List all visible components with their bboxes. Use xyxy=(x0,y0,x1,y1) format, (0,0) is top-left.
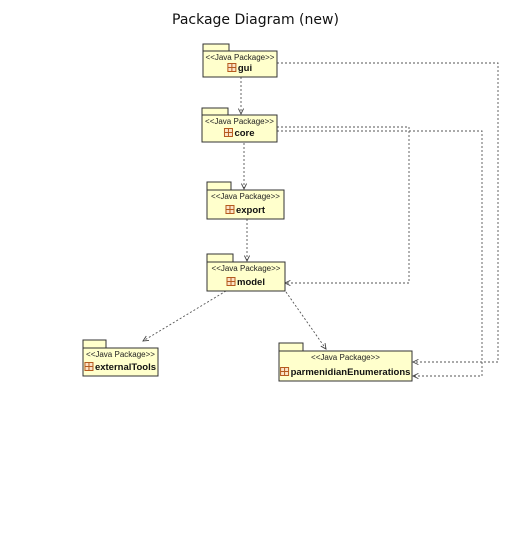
dependency-model-to-parmenidianEnumerations xyxy=(285,291,327,350)
package-tab xyxy=(278,342,304,352)
dependency-line xyxy=(277,126,410,284)
package-body xyxy=(202,50,278,78)
package-stereotype: <<Java Package>> xyxy=(311,353,380,362)
package-externalTools[interactable]: <<Java Package>> externalTools xyxy=(82,339,159,377)
arrowhead xyxy=(411,372,419,380)
package-name: parmenidianEnumerations xyxy=(291,367,411,378)
package-model[interactable]: <<Java Package>> model xyxy=(206,253,286,292)
package-icon xyxy=(223,128,233,137)
package-name: core xyxy=(234,128,254,139)
package-name: externalTools xyxy=(95,362,156,373)
package-body xyxy=(278,350,413,382)
package-stereotype: <<Java Package>> xyxy=(211,192,280,201)
dependency-core-to-model xyxy=(277,126,410,287)
package-name: gui xyxy=(238,63,252,74)
package-parmenidianEnumerations[interactable]: <<Java Package>> parmenidianEnumerations xyxy=(278,342,413,382)
package-stereotype: <<Java Package>> xyxy=(206,53,275,62)
package-icon xyxy=(226,277,236,286)
arrowhead xyxy=(237,108,245,116)
arrowhead xyxy=(142,335,150,342)
package-tab xyxy=(202,43,230,52)
dependency-core-to-export xyxy=(240,143,248,191)
arrowhead xyxy=(240,183,248,191)
package-icon xyxy=(225,205,235,214)
package-name: export xyxy=(236,205,266,216)
package-tab xyxy=(82,339,107,349)
package-icon xyxy=(84,362,94,371)
arrowhead xyxy=(243,255,251,263)
package-name: model xyxy=(237,277,265,288)
package-stereotype: <<Java Package>> xyxy=(212,264,281,273)
package-icon xyxy=(280,367,290,376)
package-core[interactable]: <<Java Package>> core xyxy=(201,107,278,143)
dependency-gui-to-core xyxy=(237,77,245,116)
dependency-line xyxy=(277,130,483,377)
package-tab xyxy=(206,253,234,263)
arrowhead xyxy=(411,358,419,366)
package-body xyxy=(82,347,159,377)
package-body xyxy=(206,261,286,292)
dependency-core-to-parmenidianEnumerations xyxy=(277,130,483,380)
package-export[interactable]: <<Java Package>> export xyxy=(206,181,285,220)
package-stereotype: <<Java Package>> xyxy=(205,117,274,126)
dependency-line xyxy=(285,291,327,350)
dependency-model-to-externalTools xyxy=(142,290,227,342)
package-tab xyxy=(206,181,232,191)
dependency-edges xyxy=(142,62,499,380)
package-stereotype: <<Java Package>> xyxy=(86,350,155,359)
package-body xyxy=(201,114,278,143)
package-nodes: <<Java Package>>gui<<Java Package>>core<… xyxy=(82,43,413,382)
dependency-export-to-model xyxy=(243,219,251,263)
dependency-gui-to-parmenidianEnumerations xyxy=(277,62,499,366)
dependency-line xyxy=(277,62,499,363)
package-body xyxy=(206,189,285,220)
diagram-title: Package Diagram (new) xyxy=(172,12,339,28)
dependency-line xyxy=(142,290,227,342)
package-gui[interactable]: <<Java Package>>gui xyxy=(202,43,278,78)
arrowhead xyxy=(320,343,327,350)
package-tab xyxy=(201,107,229,116)
package-icon xyxy=(227,63,237,72)
